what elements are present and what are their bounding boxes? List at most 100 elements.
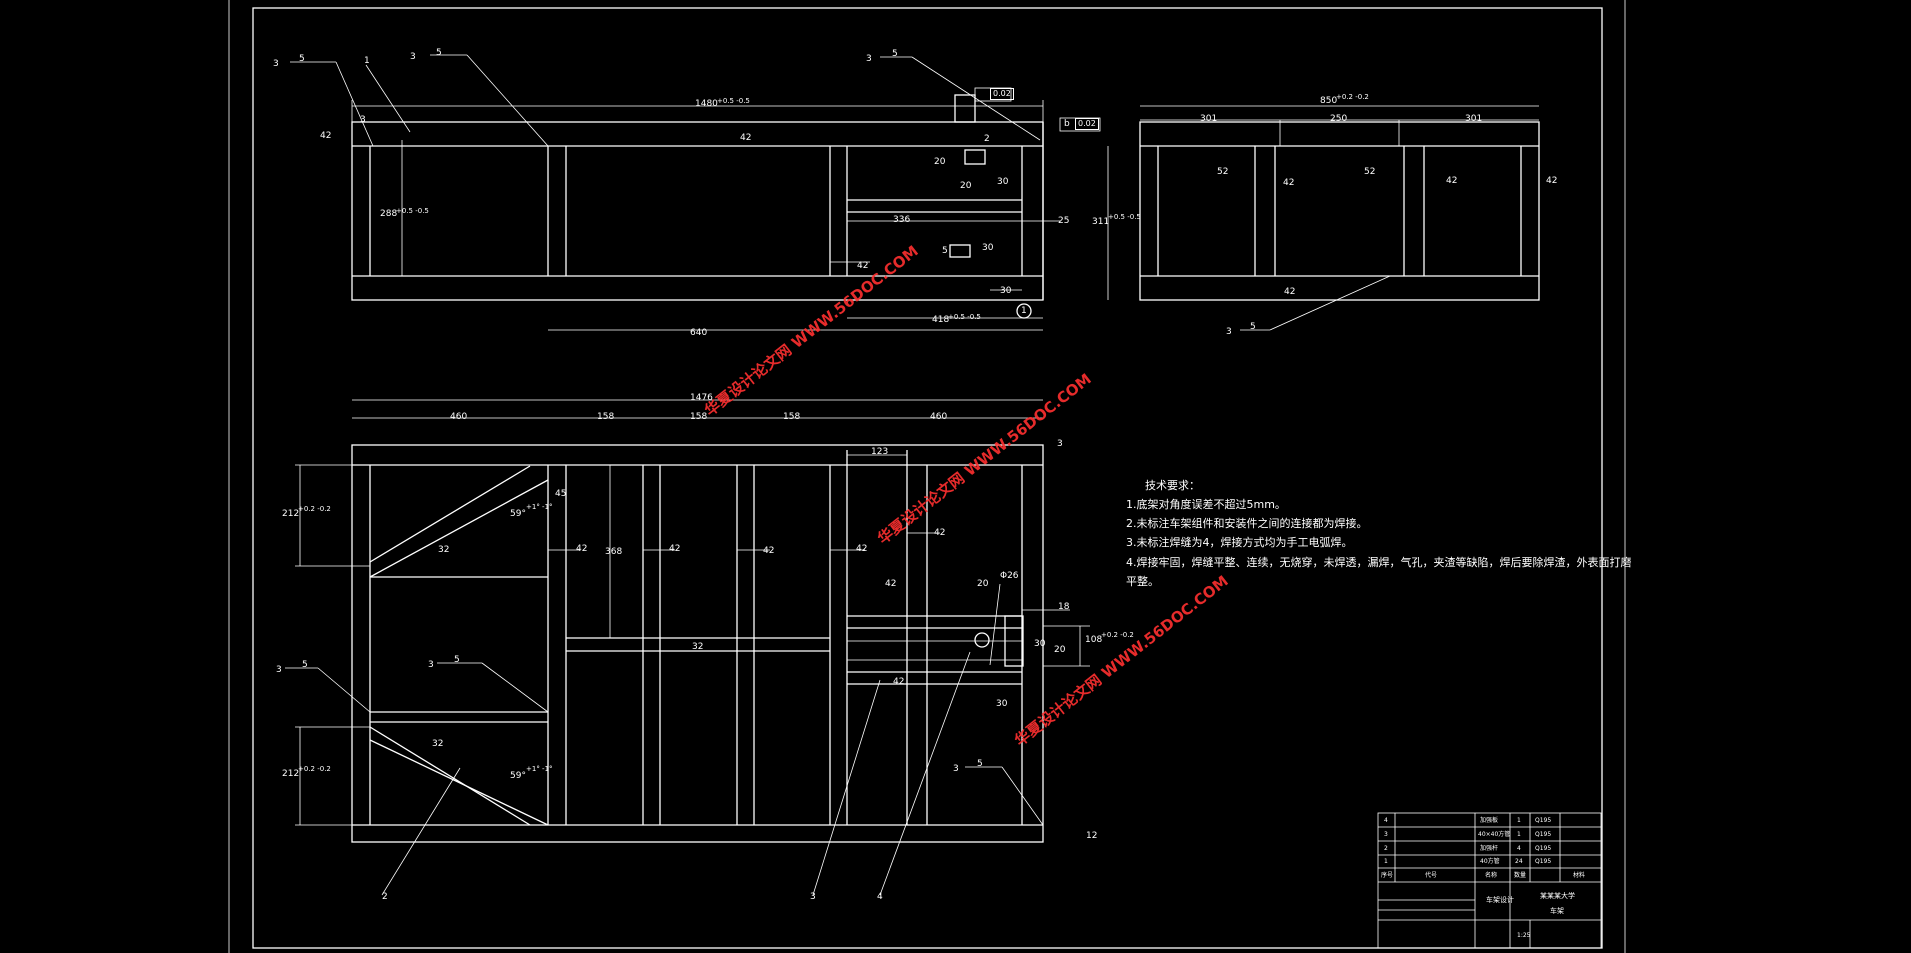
datum-letter: b: [1064, 119, 1070, 129]
side-outline: [1139, 121, 1540, 301]
dim-plan-seg5: 460: [930, 412, 948, 422]
dim-plan-12: 12: [1086, 831, 1098, 841]
dim-30b: 30: [982, 243, 994, 253]
dim-side-301b: 301: [1465, 114, 1483, 124]
tb-row4-qty: 1: [1517, 817, 1521, 824]
dim-plan-seg1: 460: [450, 412, 468, 422]
dim-20a: 20: [934, 157, 946, 167]
dim-plan-42f: 42: [885, 579, 897, 589]
dim-side-42a: 42: [1283, 178, 1295, 188]
dim-plan-20a: 20: [977, 579, 989, 589]
tol-flatness: 0.02: [990, 88, 1014, 100]
dim-h2: 311: [1092, 217, 1110, 227]
hole-phi26: [974, 632, 990, 648]
dim-plan-42d: 42: [856, 544, 868, 554]
dim-640: 640: [690, 328, 708, 338]
dim-h2-tol: +0.5 -0.5: [1108, 213, 1141, 221]
dim-plan-45: 45: [555, 489, 567, 499]
title-block: [1377, 812, 1602, 949]
tb-scale: 1:25: [1517, 932, 1531, 939]
weld-ref-1: 3: [273, 59, 279, 69]
dim-336: 336: [893, 215, 911, 225]
dim-plan-212b-tol: +0.2 -0.2: [298, 765, 331, 773]
dim-side-width-tol: +0.2 -0.2: [1336, 93, 1369, 101]
plan-view: [285, 399, 1090, 896]
diagonal-brace-2: [369, 726, 531, 826]
dim-418: 418: [932, 315, 950, 325]
weld-7: 5: [977, 759, 983, 769]
front-outline: [351, 121, 1044, 301]
weld-ref-4: 3: [1226, 327, 1232, 337]
side-view: [1139, 105, 1540, 331]
dim-side-42b: 42: [1446, 176, 1458, 186]
dim-plan-total: 1476: [690, 393, 713, 403]
callout-4: 4: [877, 892, 883, 902]
tb-row1-no: 1: [1384, 858, 1388, 865]
dim-plan-ang1-tol: +1° -1°: [526, 503, 553, 511]
dim-plan-3: 3: [1057, 439, 1063, 449]
note-line-2: 2.未标注车架组件和安装件之间的连接都为焊接。: [1126, 517, 1368, 530]
tb-row1-mat: Q195: [1535, 858, 1552, 865]
tb-row2-qty: 4: [1517, 845, 1521, 852]
tb-row2-mat: Q195: [1535, 845, 1552, 852]
inner-frame: [252, 7, 1603, 949]
note-line-3: 3.未标注焊缝为4，焊接方式均为手工电弧焊。: [1126, 536, 1353, 549]
dim-418-tol: +0.5 -0.5: [948, 313, 981, 321]
tb-h-qty: 数量: [1514, 872, 1527, 879]
tb-h-code: 代号: [1425, 872, 1438, 879]
dim-5: 5: [942, 246, 948, 256]
dim-side-250: 250: [1330, 114, 1348, 124]
datum-circle-label: 1: [1021, 306, 1027, 316]
dim-plan-42a: 42: [576, 544, 588, 554]
tb-part: 车架: [1550, 907, 1564, 915]
dim-side-42d: 42: [1284, 287, 1296, 297]
dim-plan-368: 368: [605, 547, 623, 557]
weld-ref-3: 3: [866, 54, 872, 64]
tb-row4-name: 加强板: [1480, 817, 1499, 824]
dim-plan-ang2-tol: +1° -1°: [526, 765, 553, 773]
dim-plan-42e: 42: [934, 528, 946, 538]
dim-plan-42c: 42: [763, 546, 775, 556]
dim-side-52b: 52: [1364, 167, 1376, 177]
dim-plan-seg2: 158: [597, 412, 615, 422]
tb-row3-qty: 1: [1517, 831, 1521, 838]
dim-30a: 30: [997, 177, 1009, 187]
diagonal-brace-1: [369, 465, 531, 563]
dim-h1-tol: +0.5 -0.5: [396, 207, 429, 215]
weld-ref-6: 3: [428, 660, 434, 670]
notes-title: 技术要求：: [1145, 479, 1200, 492]
tol-parallel: 0.02: [1075, 118, 1099, 130]
dim-plan-32c: 32: [692, 642, 704, 652]
tb-school: 某某某大学: [1540, 892, 1575, 900]
dim-plan-108-tol: +0.2 -0.2: [1101, 631, 1134, 639]
dim-side-52a: 52: [1217, 167, 1229, 177]
weld-ref-7: 3: [953, 764, 959, 774]
dim-3: 3: [360, 115, 366, 125]
dim-plan-32a: 32: [438, 545, 450, 555]
dim-side-301a: 301: [1200, 114, 1218, 124]
dim-plan-seg4: 158: [783, 412, 801, 422]
dim-plan-ang2: 59°: [510, 771, 526, 781]
dim-plan-212a-tol: +0.2 -0.2: [298, 505, 331, 513]
callout-3: 3: [810, 892, 816, 902]
weld-6: 5: [454, 655, 460, 665]
dim-plan-seg3: 158: [690, 412, 708, 422]
weld-4: 5: [1250, 322, 1256, 332]
dim-plan-212b: 212: [282, 769, 300, 779]
tb-row3-name: 40×40方管: [1478, 831, 1511, 838]
tb-row1-qty: 24: [1515, 858, 1523, 865]
tb-row4-mat: Q195: [1535, 817, 1552, 824]
dim-plan-18: 18: [1058, 602, 1070, 612]
tb-row3-mat: Q195: [1535, 831, 1552, 838]
callout-1: 1: [364, 56, 370, 66]
tb-h-name: 名称: [1485, 872, 1498, 879]
dim-25: 25: [1058, 216, 1070, 226]
note-line-5: 平整。: [1126, 575, 1159, 588]
note-line-4: 4.焊接牢固，焊缝平整、连续，无烧穿，未焊透，漏焊，气孔，夹渣等缺陷，焊后要除焊…: [1126, 556, 1632, 569]
tb-row1-name: 40方管: [1480, 858, 1500, 865]
dim-2: 2: [984, 134, 990, 144]
dim-plan-123: 123: [871, 447, 889, 457]
dim-side-width: 850: [1320, 96, 1338, 106]
dim-length: 1480: [695, 99, 718, 109]
